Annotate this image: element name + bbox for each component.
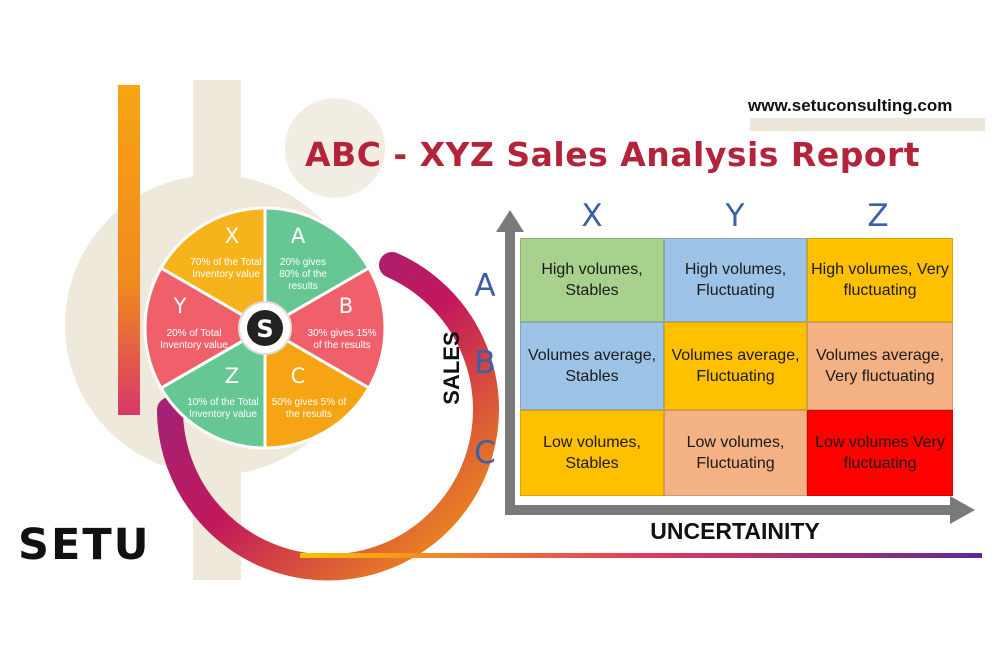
cell-bx-text: Volumes average, Stables: [527, 347, 657, 385]
x-axis-title: UNCERTAINITY: [650, 518, 820, 544]
segment-x-letter: X: [224, 224, 240, 248]
svg-text:S: S: [256, 315, 273, 343]
wheel-outer-ring: [157, 252, 499, 581]
beige-small-circle: [285, 98, 385, 198]
bottom-gradient-line: [300, 553, 982, 558]
cell-by-text: Volumes average, Fluctuating: [671, 347, 800, 385]
segment-y-letter: Y: [173, 294, 187, 318]
segment-a-text: 20% gives 80% of the results: [279, 257, 327, 292]
segment-x-text: 70% of the Total Inventory value: [190, 257, 262, 280]
cell-ay: High volumes, Fluctuating: [664, 238, 807, 322]
wheel-segment-b: [262, 265, 387, 391]
segment-z-letter: Z: [224, 364, 240, 388]
abc-xyz-wheel: [143, 206, 387, 450]
url-underline-bar: [750, 118, 985, 131]
cell-cz-text: Low volumes Very fluctuating: [815, 434, 945, 472]
row-header-c: C: [474, 435, 496, 471]
segment-a-letter: A: [290, 224, 306, 248]
cell-cy-text: Low volumes, Fluctuating: [686, 434, 785, 472]
cell-by: Volumes average, Fluctuating: [664, 322, 807, 410]
x-axis-arrow: [505, 496, 975, 524]
y-axis-arrow: [496, 210, 524, 505]
cell-cz: Low volumes Very fluctuating: [807, 410, 953, 496]
segment-b-letter: B: [338, 294, 354, 318]
column-header-x: X: [581, 198, 603, 234]
website-url[interactable]: www.setuconsulting.com: [748, 96, 953, 115]
cell-ax-text: High volumes, Stables: [541, 261, 643, 299]
cell-ax: High volumes, Stables: [520, 238, 664, 322]
brand-logo-text: SETU: [18, 520, 151, 570]
wheel-segment-x: [159, 206, 267, 331]
row-header-b: B: [474, 345, 496, 381]
cell-bz: Volumes average, Very fluctuating: [807, 322, 953, 410]
segment-c-letter: C: [290, 364, 306, 388]
segment-z-text: 10% of the Total Inventory value: [187, 397, 259, 420]
wheel-segment-a: [263, 206, 371, 331]
y-axis-title: SALES: [439, 331, 464, 405]
cell-cx-text: Low volumes, Stables: [543, 434, 641, 472]
segment-c-text: 50% gives 5% of the results: [271, 397, 347, 420]
wheel-segment-z: [159, 325, 267, 450]
cell-cx: Low volumes, Stables: [520, 410, 664, 496]
segment-b-text: 30% gives 15% of the results: [307, 328, 377, 351]
cell-bx: Volumes average, Stables: [520, 322, 664, 410]
segment-y-text: 20% of Total Inventory value: [160, 328, 228, 351]
s-logo-icon: S: [247, 310, 283, 346]
cell-ay-text: High volumes, Fluctuating: [684, 261, 787, 299]
orange-vertical-bar: [118, 85, 140, 415]
row-header-a: A: [474, 268, 496, 304]
cell-bz-text: Volumes average, Very fluctuating: [815, 347, 945, 385]
cell-az-text: High volumes, Very fluctuating: [811, 261, 949, 299]
column-header-y: Y: [725, 198, 745, 234]
cell-az: High volumes, Very fluctuating: [807, 238, 953, 322]
wheel-segment-y: [143, 265, 268, 391]
column-header-z: Z: [867, 198, 889, 234]
cell-cy: Low volumes, Fluctuating: [664, 410, 807, 496]
page-title: ABC - XYZ Sales Analysis Report: [305, 135, 921, 174]
wheel-segment-c: [263, 325, 371, 450]
